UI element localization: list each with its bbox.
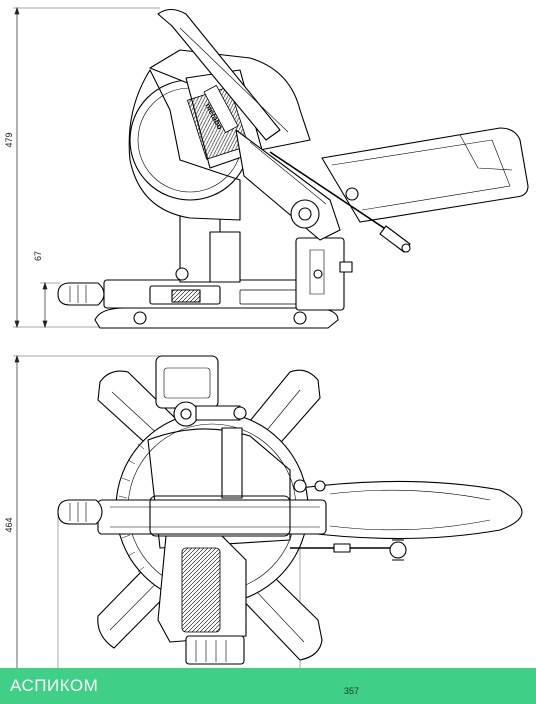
dim-label-464: 464 — [4, 517, 14, 532]
top-view — [57, 355, 523, 665]
dim-label-67: 67 — [33, 251, 43, 261]
dim-label-357: 357 — [344, 686, 360, 696]
brand-bar — [0, 668, 536, 704]
side-view — [57, 8, 529, 329]
dim-label-479: 479 — [4, 132, 14, 147]
brand-name: АСПИКОМ — [10, 676, 99, 695]
